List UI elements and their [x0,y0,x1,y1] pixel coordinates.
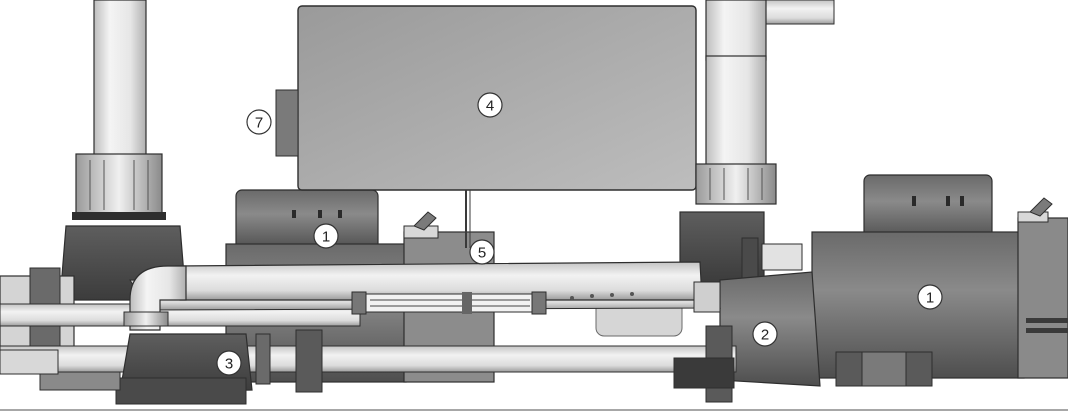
right-motor [811,174,1068,387]
callout-motor-left: 1 [313,223,339,249]
callout-motor-right-label: 1 [926,290,934,307]
left-vertical-pipe [72,0,166,220]
right-vertical-pipe [695,0,1068,205]
callout-side-panel: 7 [246,109,272,135]
callout-motor-right: 1 [917,284,943,310]
callout-pump-housing-label: 2 [761,327,769,344]
horizontal-pipes [0,261,737,403]
callout-control-box-label: 4 [486,98,494,115]
callout-blower-pump: 3 [216,350,242,376]
callout-sensor-label: 5 [478,245,486,262]
callout-control-box: 4 [477,92,503,118]
callout-motor-left-label: 1 [322,229,330,246]
blower-pump [0,333,735,405]
callout-blower-pump-label: 3 [225,356,233,373]
callout-pump-housing: 2 [752,321,778,347]
callout-side-panel-label: 7 [255,115,263,132]
callout-sensor: 5 [469,239,495,265]
